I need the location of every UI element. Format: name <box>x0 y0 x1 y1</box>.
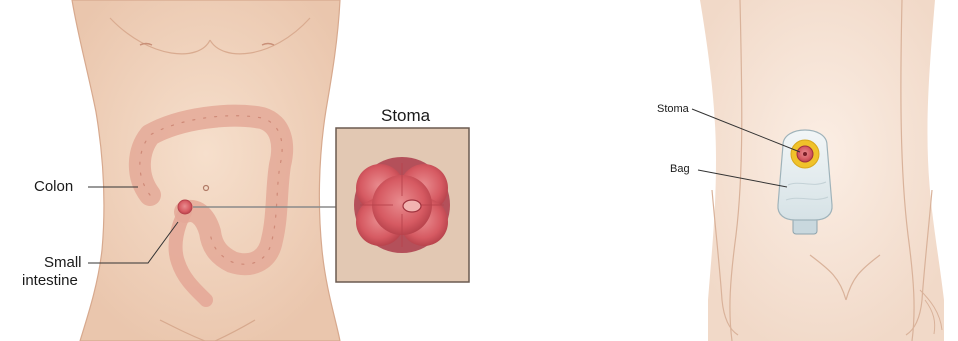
bag-label: Bag <box>670 163 690 176</box>
small-intestine-label-line1: Small <box>44 254 82 271</box>
stoma-closeup <box>354 157 450 253</box>
left-torso-body <box>72 0 340 341</box>
colon-label: Colon <box>34 178 73 195</box>
stoma-opening <box>403 200 421 212</box>
small-intestine-label-line2: intestine <box>22 272 78 289</box>
stoma-inset <box>336 128 469 282</box>
left-stoma-dot <box>178 200 192 214</box>
right-stoma-opening <box>803 152 807 156</box>
ostomy-bag <box>778 130 832 234</box>
stoma-inset-title: Stoma <box>381 106 430 126</box>
left-torso <box>72 0 340 341</box>
right-stoma-label: Stoma <box>657 103 689 116</box>
